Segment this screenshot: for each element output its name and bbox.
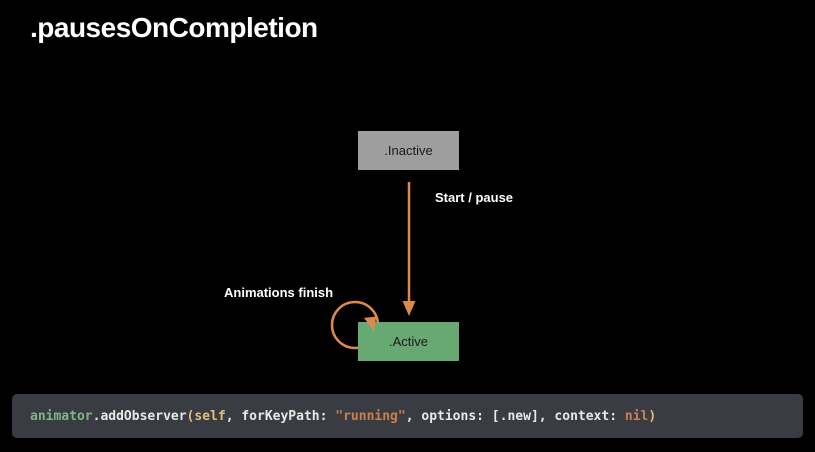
state-inactive-box: .Inactive <box>358 131 459 170</box>
state-active-box: .Active <box>358 322 459 361</box>
transition-label-animations-finish: Animations finish <box>224 285 334 300</box>
code-line: animator.addObserver(self, forKeyPath: "… <box>30 409 656 424</box>
code-token: .addObserver <box>92 408 187 424</box>
arrow-down-icon <box>402 301 416 316</box>
code-snippet: animator.addObserver(self, forKeyPath: "… <box>12 394 803 438</box>
state-inactive-label: .Inactive <box>384 143 433 158</box>
page-title: .pausesOnCompletion <box>30 12 318 43</box>
code-token: , forKeyPath: <box>225 408 336 424</box>
code-token: "running" <box>335 408 406 424</box>
transition-label-start-pause: Start / pause <box>435 190 514 205</box>
code-token: nil <box>624 408 649 424</box>
code-token: animator <box>30 408 93 424</box>
code-token: ) <box>648 408 657 424</box>
code-token: , options: [.new], context: <box>405 408 625 424</box>
code-token: ( <box>186 408 195 424</box>
code-token: self <box>194 408 226 424</box>
state-active-label: .Active <box>388 334 428 349</box>
